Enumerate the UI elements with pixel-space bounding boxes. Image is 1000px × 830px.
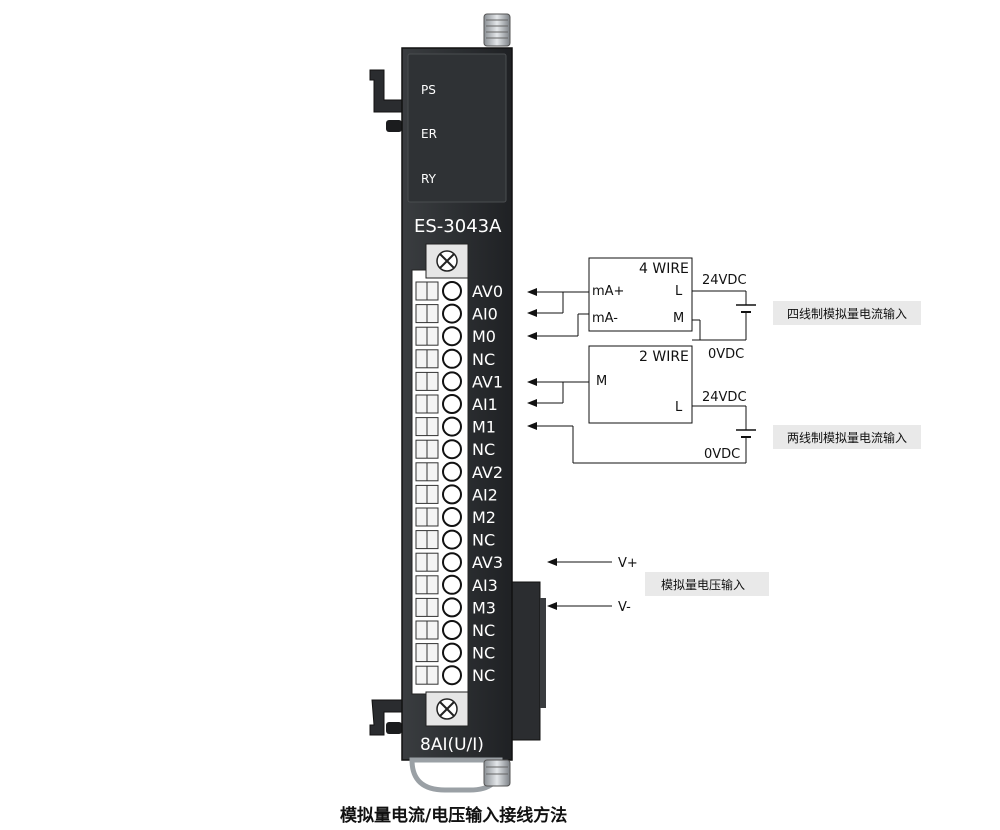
terminal-label: AI1	[472, 395, 498, 414]
terminal-label: AI2	[472, 485, 498, 504]
terminal-screw-icon	[442, 416, 462, 437]
din-latch-bottom	[369, 699, 403, 736]
terminal-row: AV1	[415, 371, 503, 392]
two-wire-caption-box	[773, 425, 921, 449]
terminal-row: AI1	[415, 394, 498, 414]
terminal-label: AV2	[472, 463, 503, 482]
terminal-screw-icon	[442, 394, 462, 414]
terminal-row: NC	[415, 665, 495, 686]
terminal-label: NC	[472, 644, 495, 663]
module-subtitle: 8AI(U/I)	[420, 735, 484, 755]
led-label-ry: RY	[421, 172, 437, 186]
two-wire-block	[562, 345, 756, 464]
terminal-label: NC	[472, 350, 495, 369]
terminal-screw-icon	[442, 597, 462, 618]
terminal-row: AV0	[415, 281, 503, 301]
top-clip	[483, 13, 511, 47]
two-wire-pin-l: L	[675, 400, 683, 415]
two-wire-pin-m: M	[596, 374, 607, 389]
voltage-neg-label: V-	[618, 600, 631, 615]
model-name: ES-3043A	[414, 216, 502, 237]
terminal-screw-icon	[442, 439, 462, 460]
screw-top	[436, 250, 458, 272]
terminal-label: M2	[472, 508, 496, 527]
terminal-row: NC	[415, 529, 495, 550]
terminal-screw-icon	[442, 620, 462, 640]
four-wire-pin-l: L	[675, 284, 683, 299]
terminal-label: AV3	[472, 553, 503, 572]
terminal-label: NC	[472, 440, 495, 459]
terminal-label: M0	[472, 327, 496, 346]
terminal-label: NC	[472, 531, 495, 550]
terminal-row: NC	[415, 439, 495, 460]
voltage-pos-label: V+	[618, 556, 638, 571]
four-wire-pin-m: M	[673, 311, 684, 326]
two-wire-supply-pos: 24VDC	[702, 390, 747, 405]
four-wire-supply-neg: 0VDC	[708, 347, 744, 362]
four-wire-pin-pos: mA+	[592, 284, 624, 299]
terminal-row: M3	[415, 597, 496, 618]
terminal-screw-icon	[442, 529, 462, 550]
terminal-label: NC	[472, 666, 495, 685]
side-connector	[511, 581, 546, 741]
led-label-er: ER	[421, 127, 437, 141]
terminal-label: AV0	[472, 282, 503, 301]
terminal-row: AV3	[415, 552, 503, 573]
terminal-screw-icon	[442, 348, 462, 369]
terminal-screw-icon	[442, 303, 462, 324]
terminal-screw-icon	[442, 642, 462, 663]
two-wire-title: 2 WIRE	[639, 349, 689, 365]
terminal-row: M2	[415, 507, 496, 527]
terminal-row: AV2	[415, 461, 503, 482]
terminal-label: AI3	[472, 576, 498, 595]
terminal-screw-icon	[442, 552, 462, 573]
four-wire-title: 4 WIRE	[639, 261, 689, 277]
two-wire-supply-neg: 0VDC	[704, 447, 740, 462]
terminal-screw-icon	[442, 281, 462, 301]
terminal-label: M1	[472, 418, 496, 437]
four-wire-supply-pos: 24VDC	[702, 273, 747, 288]
four-wire-pin-neg: mA-	[592, 311, 618, 326]
led-label-ps: PS	[421, 83, 436, 97]
voltage-caption: 模拟量电压输入	[661, 577, 745, 592]
four-wire-block	[562, 257, 756, 341]
two-wire-caption: 两线制模拟量电流输入	[787, 430, 907, 445]
terminal-row: M1	[415, 416, 496, 437]
terminal-row: AI2	[415, 484, 498, 505]
terminal-row: NC	[415, 348, 495, 369]
terminal-row: AI3	[415, 574, 498, 595]
four-wire-caption: 四线制模拟量电流输入	[787, 306, 907, 321]
din-latch-top	[369, 69, 403, 132]
terminal-screw-icon	[442, 326, 462, 347]
voltage-caption-box	[645, 572, 769, 596]
terminal-screw-icon	[442, 461, 462, 482]
footer-title: 模拟量电流/电压输入接线方法	[340, 805, 567, 826]
bottom-clip	[409, 757, 511, 793]
terminal-row: NC	[415, 642, 495, 663]
terminal-screw-icon	[442, 574, 462, 595]
terminal-screw-icon	[442, 507, 462, 527]
terminal-screw-icon	[442, 665, 462, 686]
terminal-row: NC	[415, 620, 495, 640]
terminal-row: AI0	[415, 303, 498, 324]
terminal-label: NC	[472, 621, 495, 640]
terminal-label: AI0	[472, 305, 498, 324]
terminal-label: M3	[472, 598, 496, 617]
terminal-label: AV1	[472, 372, 503, 391]
screw-bottom	[436, 698, 458, 720]
terminal-row: M0	[415, 326, 496, 347]
terminal-rows: AV0AI0M0NCAV1AI1M1NCAV2AI2M2NCAV3AI3M3NC…	[415, 281, 503, 686]
terminal-screw-icon	[442, 484, 462, 505]
four-wire-caption-box	[773, 301, 921, 325]
terminal-screw-icon	[442, 371, 462, 392]
